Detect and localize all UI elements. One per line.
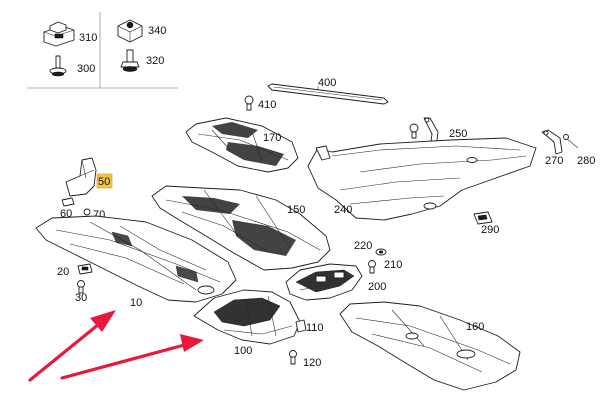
nut-220-icon [375,248,387,256]
label-270: 270 [545,155,563,167]
label-200: 200 [368,281,386,293]
label-20: 20 [57,266,69,278]
label-170: 170 [263,132,281,144]
clip-20-icon [77,263,93,275]
panel-240 [307,137,537,221]
clip-310-icon [43,21,75,47]
screw-300-icon [49,55,67,77]
panel-160 [339,301,521,391]
label-10: 10 [130,297,142,309]
label-120: 120 [303,357,321,369]
part-50-highlight [96,173,113,189]
label-280: 280 [577,155,595,167]
label-100: 100 [234,345,252,357]
clip-290-icon [473,211,493,225]
label-310: 310 [79,32,97,44]
label-160: 160 [466,321,484,333]
fastener-legend-box [27,12,178,89]
panel-170 [185,117,299,173]
screw-410-icon [244,95,254,111]
bolt-280-icon [563,134,569,140]
bracket-50 [65,157,97,197]
screw-210-icon [368,260,376,274]
label-410: 410 [258,99,276,111]
label-110: 110 [306,322,324,334]
label-250: 250 [449,128,467,140]
label-50: 50 [98,176,110,188]
bolt-320-icon [120,49,140,72]
panel-150 [151,185,331,271]
panel-100 [193,289,301,345]
label-240: 240 [334,204,352,216]
screw-60-icon [61,197,75,207]
clip-110-icon [295,319,307,333]
label-30: 30 [75,292,87,304]
nut-340-icon [117,19,143,43]
screw-70-icon [83,208,91,216]
frame-200 [285,263,363,301]
screw-120-icon [289,350,297,365]
label-150: 150 [287,204,305,216]
label-340: 340 [148,25,166,37]
label-300: 300 [77,63,95,75]
label-290: 290 [481,224,499,236]
label-400: 400 [318,77,336,89]
label-320: 320 [146,55,164,67]
red-arrow-1 [28,310,116,382]
screw-30-icon [77,280,85,294]
screw-260-icon [409,123,419,139]
label-220: 220 [354,240,372,252]
red-arrow-2 [60,334,204,380]
bracket-270 [541,129,563,155]
label-210: 210 [384,259,402,271]
panel-10 [35,215,237,303]
strut-400 [267,83,389,105]
